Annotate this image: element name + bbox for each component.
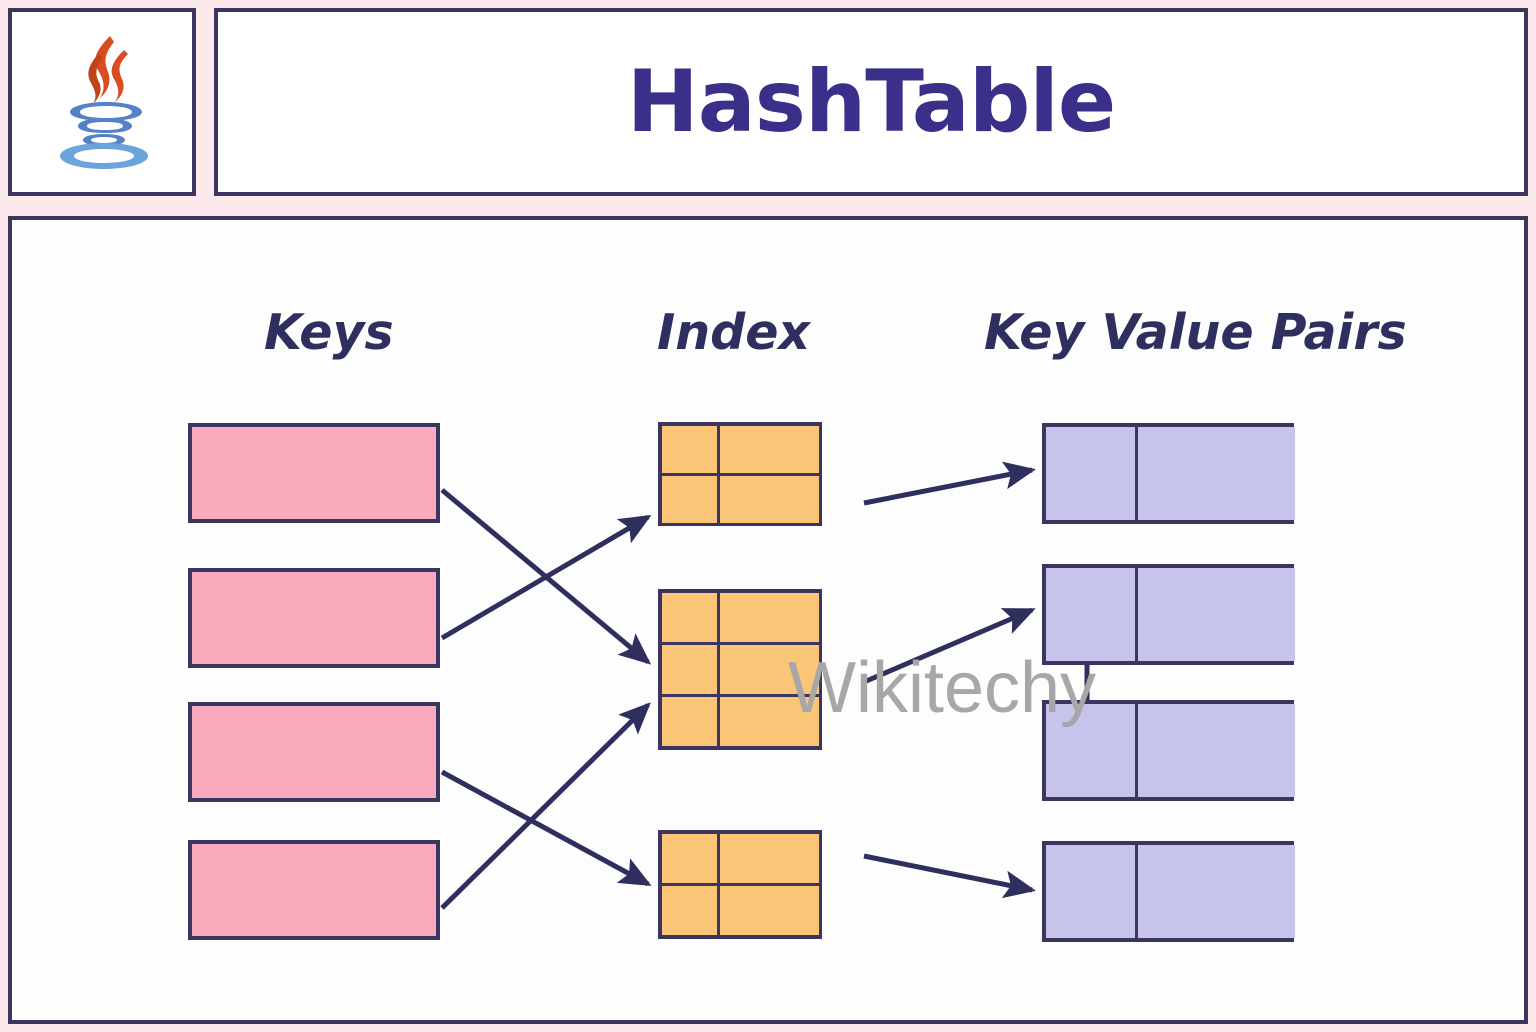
page-title: HashTable [626, 52, 1116, 152]
index-cell [720, 697, 819, 746]
pair-key-cell [1046, 568, 1135, 661]
index-cell [662, 476, 717, 523]
arrow-key-2-to-bucket-2 [440, 769, 652, 887]
key-value-pair-box[interactable] [1042, 564, 1295, 665]
arrows-layer [440, 461, 1102, 910]
diagram-panel: Keys Index Key Value Pairs [8, 216, 1528, 1024]
column-heading-key-value-pairs: Key Value Pairs [984, 304, 1407, 361]
title-panel: HashTable [214, 8, 1528, 196]
column-heading-index: Index [657, 304, 811, 361]
arrow-key-1-to-bucket-0 [440, 514, 652, 641]
key-value-pair-box[interactable] [1042, 700, 1295, 801]
index-cell [720, 645, 819, 694]
arrow-key-3-to-bucket-1 [440, 702, 651, 910]
index-cell [662, 426, 717, 473]
arrow-bucket-1-to-pair-1 [863, 607, 1036, 685]
pair-key-cell [1046, 704, 1135, 797]
pair-key-cell [1046, 845, 1135, 938]
index-cell [720, 886, 819, 935]
logo-panel [8, 8, 196, 196]
key-box[interactable] [188, 568, 440, 668]
header-row: HashTable [8, 8, 1528, 196]
java-coffee-cup-icon [60, 36, 148, 169]
pair-value-cell [1138, 845, 1295, 938]
index-cell [662, 593, 717, 642]
pair-value-cell [1138, 427, 1295, 520]
arrow-bucket-2-to-pair-3 [863, 853, 1036, 899]
index-cell [662, 645, 717, 694]
column-heading-keys: Keys [264, 304, 394, 361]
key-box[interactable] [188, 840, 440, 940]
index-bucket[interactable] [658, 422, 822, 526]
pair-value-cell [1138, 568, 1295, 661]
key-value-pair-box[interactable] [1042, 423, 1295, 524]
index-cell [662, 697, 717, 746]
key-value-pair-box[interactable] [1042, 841, 1295, 942]
index-cell [720, 476, 819, 523]
index-cell [720, 834, 819, 883]
index-cell [662, 886, 717, 935]
index-cell [662, 834, 717, 883]
index-bucket[interactable] [658, 830, 822, 939]
index-bucket[interactable] [658, 589, 822, 750]
index-cell [720, 593, 819, 642]
arrow-bucket-0-to-pair-0 [863, 461, 1036, 506]
pair-key-cell [1046, 427, 1135, 520]
pair-value-cell [1138, 704, 1295, 797]
key-box[interactable] [188, 423, 440, 523]
key-box[interactable] [188, 702, 440, 802]
index-cell [720, 426, 819, 473]
